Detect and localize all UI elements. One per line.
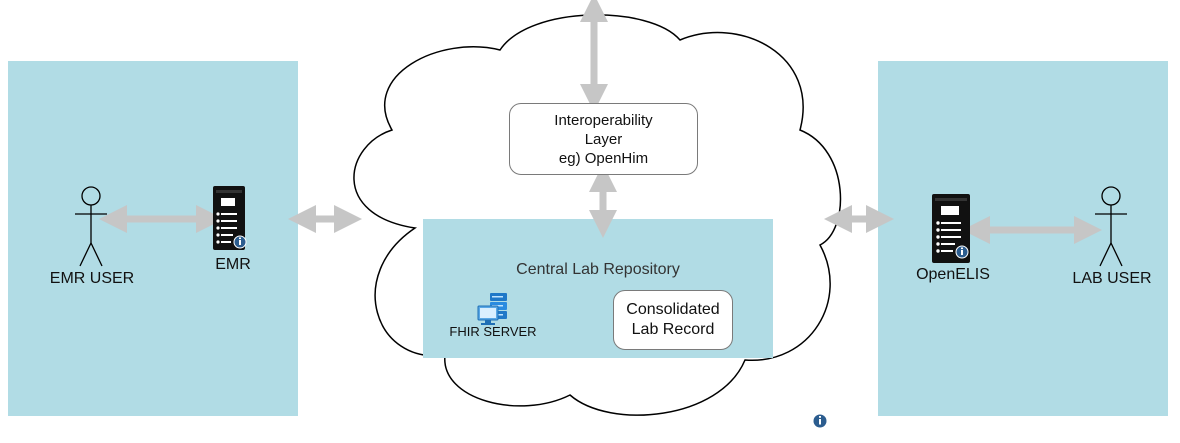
lab-user-person-icon <box>1095 186 1127 267</box>
emr-server-icon <box>213 186 247 250</box>
emr-user-person-icon <box>75 186 107 267</box>
fhir-server-icon <box>477 293 507 325</box>
openelis-server-icon <box>932 194 970 263</box>
info-icon[interactable] <box>813 414 827 428</box>
emr-label: EMR <box>215 256 251 273</box>
emr-zone-panel <box>8 61 298 416</box>
central-repository-title: Central Lab Repository <box>516 261 680 278</box>
emr-user-label: EMR USER <box>49 270 135 287</box>
lab-user-label: LAB USER <box>1072 270 1152 287</box>
fhir-server-label: FHIR SERVER <box>449 324 537 339</box>
interoperability-layer-box: Interoperability Layer eg) OpenHim <box>509 103 698 175</box>
consolidated-lab-record-box: Consolidated Lab Record <box>613 290 733 350</box>
openelis-label: OpenELIS <box>916 266 990 283</box>
